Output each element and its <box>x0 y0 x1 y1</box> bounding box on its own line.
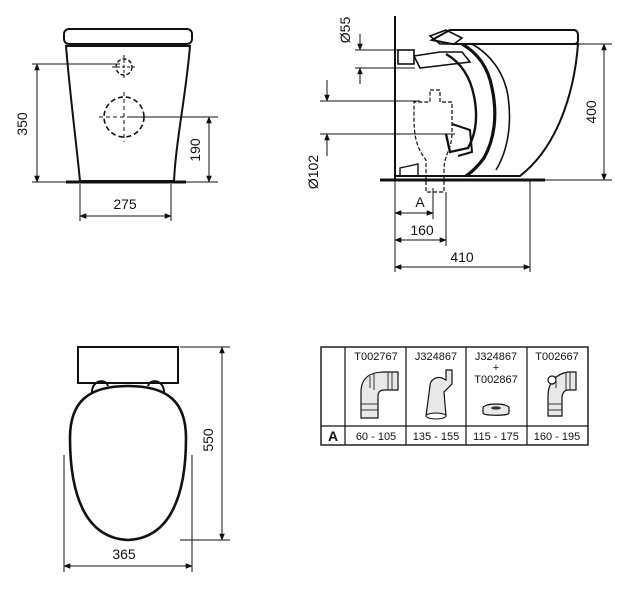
connector-plus: + <box>493 362 499 374</box>
connector-range: 135 - 155 <box>413 431 459 443</box>
dim-top-width-label: 365 <box>112 546 136 562</box>
dim-side-height: 400 <box>545 43 612 181</box>
dim-top-width: 365 <box>63 455 193 572</box>
connector-table: A T002767 60 - 105 J324867 135 - 155 <box>320 346 589 446</box>
dim-front-height-label: 350 <box>14 112 30 136</box>
top-view: 365 550 <box>63 346 230 572</box>
dim-front-width-label: 275 <box>113 196 137 212</box>
dim-inlet-diameter-label: Ø55 <box>337 17 353 44</box>
connector-code: T002767 <box>354 351 397 363</box>
dim-front-outlet: 190 <box>128 116 218 183</box>
dim-top-depth: 550 <box>180 346 230 541</box>
dim-offset-a-label: A <box>415 194 425 210</box>
front-view: 275 350 190 <box>14 28 218 221</box>
connector-code: J324867 <box>415 351 457 363</box>
dim-inlet-diameter: Ø55 <box>337 17 415 84</box>
pan-connector-adaptor-icon <box>482 403 510 416</box>
dim-depth-label: 410 <box>450 249 474 265</box>
connector-range: 115 - 175 <box>473 431 519 443</box>
table-column: J324867 135 - 155 <box>413 351 459 443</box>
connector-code: T002667 <box>535 351 578 363</box>
table-row-label: A <box>328 428 338 444</box>
connector-code: J324867 <box>475 351 517 363</box>
connector-range: 160 - 195 <box>534 431 580 443</box>
pan-connector-straight-icon <box>425 369 453 420</box>
dim-outlet-diameter: Ø102 <box>305 80 455 189</box>
dim-front-outlet-label: 190 <box>187 138 203 162</box>
dim-front-height: 350 <box>14 63 120 183</box>
side-view-body <box>380 16 580 193</box>
dim-offset-160-label: 160 <box>410 222 434 238</box>
pan-connector-flexible-icon <box>547 371 577 417</box>
table-column: T002667 160 - 195 <box>534 351 580 443</box>
pan-connector-bend-icon <box>360 371 399 419</box>
dim-side-height-label: 400 <box>583 100 599 124</box>
dim-outlet-diameter-label: Ø102 <box>305 155 321 189</box>
side-view: Ø55 Ø102 400 A 160 410 <box>305 16 612 272</box>
top-view-body <box>68 346 188 542</box>
table-column: T002767 60 - 105 <box>354 351 399 443</box>
connector-range: 60 - 105 <box>356 431 396 443</box>
front-view-body <box>63 28 193 184</box>
connector-code-secondary: T002867 <box>474 374 517 386</box>
dim-side-offsets: A 160 410 <box>394 180 531 272</box>
dim-top-depth-label: 550 <box>200 428 216 452</box>
table-column: J324867 + T002867 115 - 175 <box>473 351 519 443</box>
dim-front-width: 275 <box>79 184 172 221</box>
